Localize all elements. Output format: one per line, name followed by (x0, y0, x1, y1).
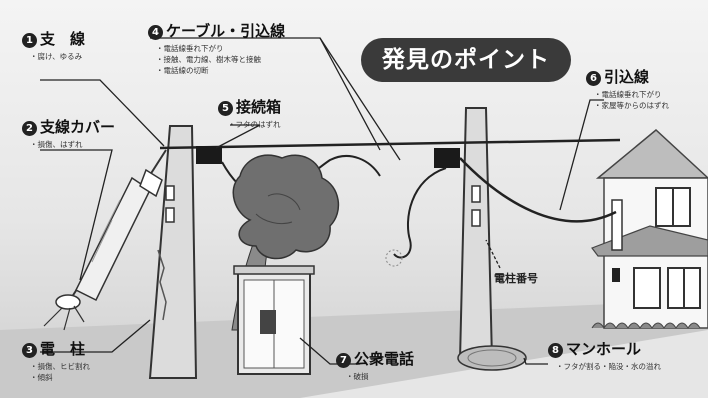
number-badge: 3 (22, 343, 37, 358)
label-note: ・電話線垂れ下がり (156, 44, 224, 53)
phone-booth (233, 265, 315, 375)
label-note: ・損傷、ヒビ割れ (30, 362, 90, 371)
number-badge: 5 (218, 101, 233, 116)
broken-cable (393, 167, 447, 259)
label-title: 電 柱 (40, 340, 86, 358)
guy-wire (43, 149, 167, 331)
number-badge: 7 (336, 353, 351, 368)
right-pole (434, 107, 494, 361)
label-note: ・損傷、はずれ (30, 140, 83, 149)
label-note: ・家屋等からのはずれ (594, 101, 669, 110)
label-note: ・フタが割る・陥没・水の溢れ (556, 362, 661, 371)
number-badge: 2 (22, 121, 37, 136)
label-note: ・フタのはずれ (228, 120, 281, 129)
label-note: ・接触、電力線、樹木等と接触 (156, 55, 261, 64)
label-note: ・電話線垂れ下がり (594, 90, 662, 99)
label-note: ・腐け、ゆるみ (30, 52, 83, 61)
number-badge: 4 (148, 25, 163, 40)
discovery-points-badge: 発見のポイント (361, 38, 571, 82)
drop-wire (459, 157, 617, 223)
label-note: ・傾斜 (30, 373, 53, 382)
label-title: 引込線 (604, 68, 650, 86)
number-badge: 6 (586, 71, 601, 86)
leader-lines (40, 37, 604, 365)
junction-box (196, 146, 222, 164)
label-title: マンホール (566, 340, 642, 358)
label-title: 公衆電話 (354, 350, 415, 368)
number-badge: 1 (22, 33, 37, 48)
house (591, 129, 708, 329)
label-note: ・破損 (346, 372, 369, 381)
label-title: ケーブル・引込線 (166, 22, 286, 40)
pole-number-label: 電柱番号 (494, 272, 538, 285)
label-note: ・電話線の切断 (156, 66, 209, 75)
left-pole (148, 125, 198, 379)
number-badge: 8 (548, 343, 563, 358)
label-title: 支線カバー (40, 118, 116, 136)
label-title: 接続箱 (236, 98, 282, 116)
label-title: 支 線 (40, 30, 86, 48)
